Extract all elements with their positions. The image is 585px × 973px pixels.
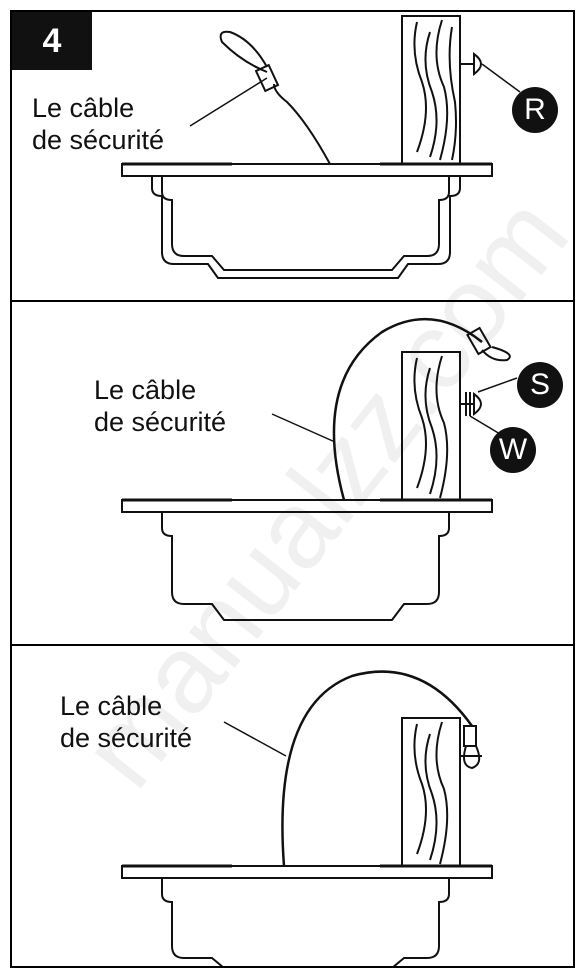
panel-3: Le câble de sécurité [12, 646, 573, 966]
cable-label-line1: Le câble [32, 93, 135, 123]
wood-post [401, 351, 461, 501]
marker-r: R [512, 87, 558, 133]
panel-1-illustration [121, 15, 521, 279]
panel-1: 4 Le câble de sécurité R [12, 12, 573, 302]
cable-label-line1: Le câble [60, 691, 163, 721]
panel-2-illustration [121, 317, 518, 621]
panel-2: Le câble de sécurité S W [12, 302, 573, 646]
safety-cable [219, 30, 331, 165]
marker-w: W [490, 427, 536, 473]
wood-post [401, 15, 461, 165]
basin-rim [121, 499, 493, 513]
basin-rim [121, 163, 493, 177]
cable-label: Le câble de sécurité [94, 374, 226, 438]
basin-rim [121, 865, 493, 879]
basin-body [161, 176, 450, 271]
cable-label-line2: de sécurité [32, 125, 165, 155]
wood-post [401, 717, 461, 867]
instruction-frame: 4 Le câble de sécurité R [10, 10, 585, 968]
cable-label-line2: de sécurité [94, 407, 227, 437]
cable-clip [460, 725, 482, 770]
panel-3-illustration [121, 670, 493, 966]
step-number: 4 [12, 12, 92, 70]
basin-body [161, 878, 450, 966]
safety-cable [281, 670, 474, 867]
screw-washer [460, 392, 482, 416]
screw [460, 52, 482, 76]
marker-s: S [517, 362, 563, 408]
basin-body [161, 512, 450, 621]
cable-label: Le câble de sécurité [32, 92, 164, 156]
cable-label: Le câble de sécurité [60, 690, 192, 754]
cable-label-line1: Le câble [94, 375, 197, 405]
cable-label-line2: de sécurité [60, 723, 193, 753]
basin-inner [151, 176, 461, 279]
